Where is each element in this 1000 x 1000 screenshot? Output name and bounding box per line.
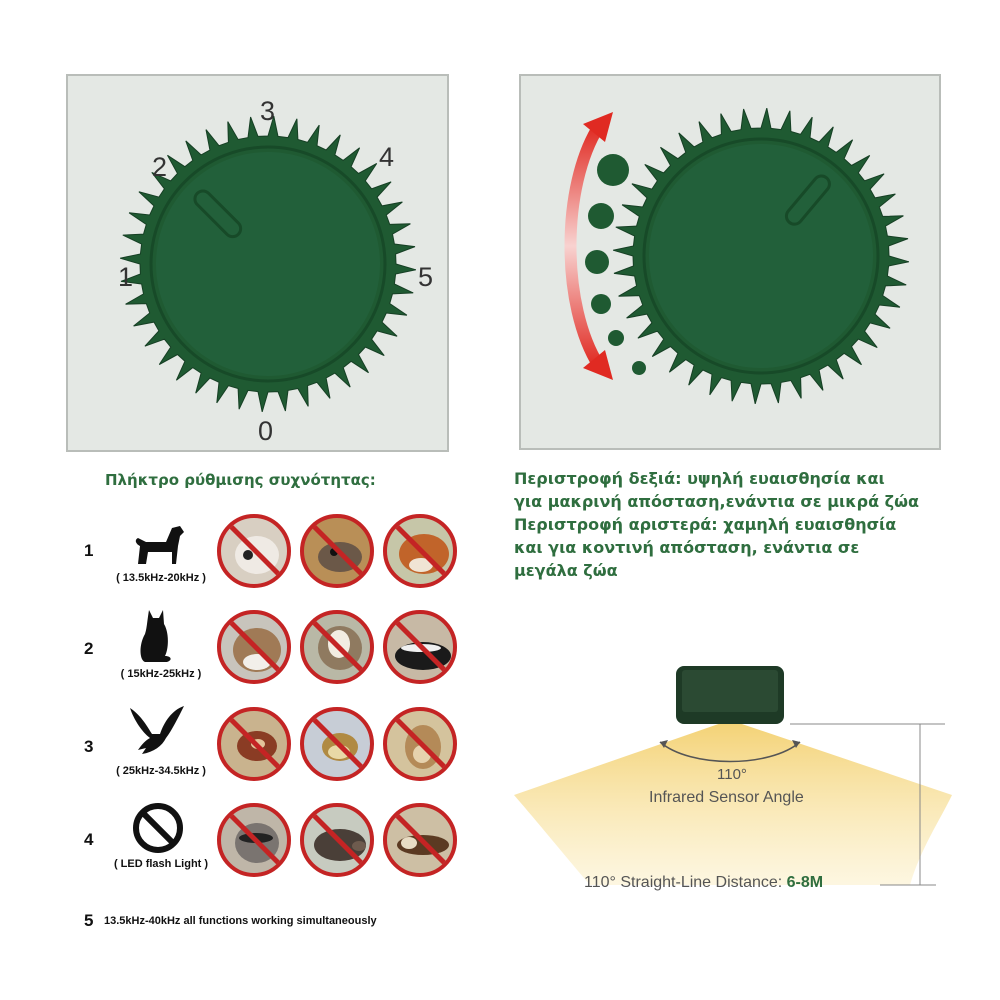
prohibited-bird-icon [217,707,291,781]
rotation-description: Περιστροφή δεξιά: υψηλή ευαισθησία και γ… [514,467,954,582]
cat-icon [140,610,171,662]
prohibited-cat-icon [217,610,291,684]
prohibited-badger-icon [300,610,374,684]
rotation-line: για μακρινή απόσταση,ενάντια σε μικρά ζώ… [514,492,919,511]
sensor-distance-line: 110° Straight-Line Distance: 6-8M [584,874,823,892]
bird-icon [130,706,184,754]
dial-number-0: 0 [258,416,274,446]
dial-number-1: 1 [118,262,134,292]
dial-number-4: 4 [379,142,395,172]
mode-number: 5 [84,911,94,930]
dial-panel-rotation [519,74,941,450]
rotation-arrow-icon [564,122,605,370]
dog-icon [135,526,184,564]
distance-prefix: 110° Straight-Line Distance: [584,874,787,891]
mode-number: 2 [84,639,94,658]
frequency-dial-icon[interactable] [68,76,451,454]
dial-panel-numbered: 0 1 2 3 4 5 [66,74,449,452]
no-sign-icon [133,803,183,853]
rotation-line: Περιστροφή δεξιά: υψηλή ευαισθησία και [514,469,885,488]
prohibited-sparrow-icon [300,707,374,781]
dial-number-2: 2 [152,152,168,182]
dial-number-3: 3 [260,96,276,126]
mode-number: 1 [84,541,94,560]
frequency-title: Πλήκτρο ρύθμισης συχνότητας: [105,471,376,489]
sensor-diagram [514,666,952,886]
prohibited-squirrel-icon [383,707,457,781]
frequency-label: ( 25kHz-34.5kHz ) [116,765,206,777]
mode-number: 4 [84,830,94,849]
prohibited-raccoon-icon [217,803,291,877]
rotation-line: και για κοντινή απόσταση, ενάντια σε [514,538,860,557]
frequency-label: ( 13.5kHz-20kHz ) [116,572,206,584]
sensor-angle-value: 110° [717,766,747,783]
prohibited-boar-icon [300,803,374,877]
prohibited-dog-icon [217,514,291,588]
mode-number: 3 [84,737,94,756]
prohibited-weasel-icon [383,803,457,877]
dial-number-5: 5 [418,262,434,292]
distance-value: 6-8M [786,874,824,891]
sensor-angle-label: Infrared Sensor Angle [649,789,804,806]
rotation-illustration [564,107,910,405]
all-functions-text: 13.5kHz-40kHz all functions working simu… [104,915,377,927]
prohibited-skunk-icon [383,610,457,684]
rotation-line: μεγάλα ζώα [514,561,618,580]
prohibited-fox-icon [383,514,457,588]
prohibited-rat-icon [300,514,374,588]
frequency-label: ( 15kHz-25kHz ) [120,668,202,680]
rotation-line: Περιστροφή αριστερά: χαμηλή ευαισθησία [514,515,897,534]
frequency-label: ( LED flash Light ) [113,858,209,870]
